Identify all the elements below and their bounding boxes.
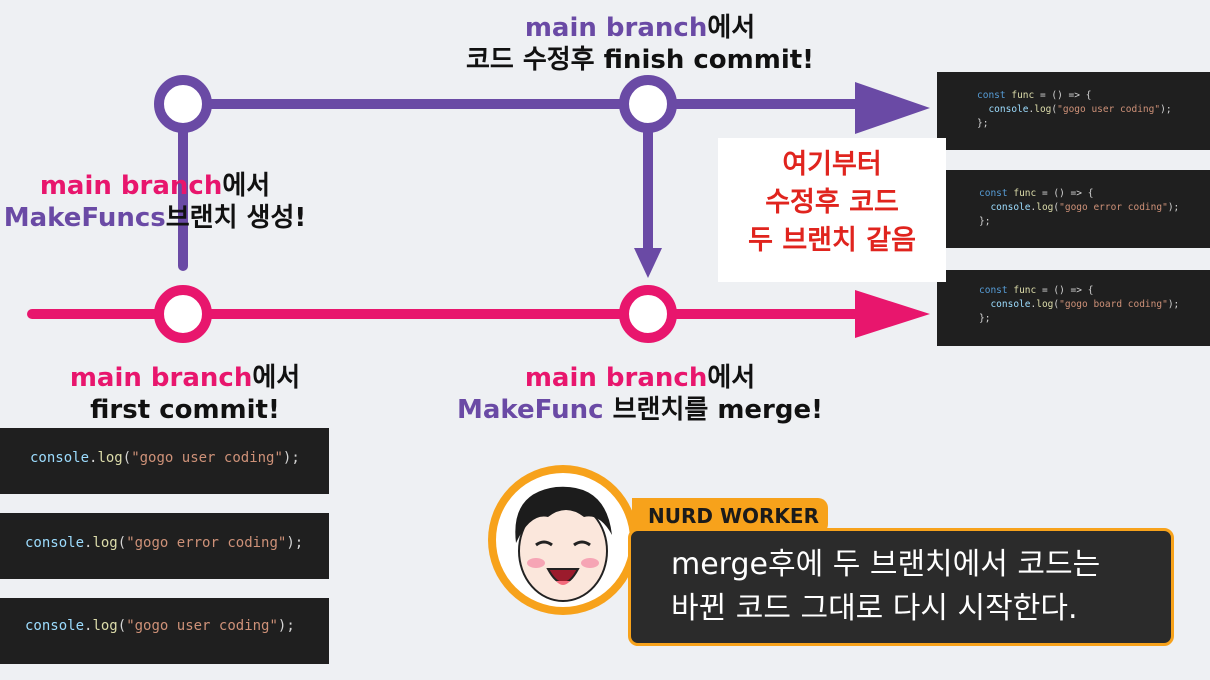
speech-line: 바뀐 코드 그대로 다시 시작한다. [671,591,1078,626]
code-snippet-left-2: console.log("gogo error coding"); [0,513,329,579]
label-branch-name-merged: MakeFunc [457,395,604,425]
commit-node-finish [619,75,677,133]
commit-node-merge [619,285,677,343]
cartoon-face-icon [515,486,612,602]
code-keyword: const [979,285,1008,296]
label-suffix: 에서 [252,363,301,393]
commit-node-first [154,285,212,343]
label-finish-commit: main branch에서 코드 수정후 finish commit! [440,12,840,76]
code-string: "gogo error coding" [126,535,287,551]
code-keyword: const [977,90,1006,101]
code-object: console [30,450,90,466]
code-function: log [97,450,123,466]
merge-arrow-head [634,248,662,278]
code-object: console [25,618,85,634]
code-text: }; [977,118,989,129]
code-string: "gogo user coding" [1057,104,1161,115]
code-function-name: func [1013,285,1037,296]
label-create-branch: main branch에서 MakeFuncs브랜치 생성! [0,170,310,234]
label-suffix: 브랜치 생성! [165,203,307,233]
label-branch-name-new: MakeFuncs [3,203,166,233]
code-string: "gogo board coding" [1059,299,1168,310]
code-function: log [1034,104,1052,115]
code-function: log [92,618,118,634]
code-function: log [1036,299,1054,310]
label-branch-name: main branch [524,363,708,393]
code-snippet-right-3: const func = () => { console.log("gogo b… [937,270,1210,346]
code-snippet-left-1: console.log("gogo user coding"); [0,428,329,494]
code-object: console [990,202,1031,213]
code-string: "gogo error coding" [1059,202,1168,213]
label-suffix: 에서 [707,13,756,43]
avatar-face [496,473,630,607]
label-suffix: 에서 [222,171,271,201]
label-branch-name: main branch [39,171,223,201]
code-string: "gogo user coding" [131,450,283,466]
code-object: console [25,535,85,551]
code-text: = () => { [1036,188,1094,199]
label-merge: main branch에서 MakeFunc 브랜치를 merge! [440,362,840,426]
speech-bubble: merge후에 두 브랜치에서 코드는 바뀐 코드 그대로 다시 시작한다. [628,528,1174,646]
code-function-name: func [1011,90,1035,101]
code-object: console [990,299,1031,310]
note-line: 두 브랜치 같음 [748,225,916,256]
label-text: first commit! [90,395,280,425]
code-function: log [1036,202,1054,213]
code-function-name: func [1013,188,1037,199]
arrow-head-makefuncs [855,82,930,134]
code-text: }; [979,216,991,227]
code-keyword: const [979,188,1008,199]
label-branch-name: main branch [69,363,253,393]
character-avatar [488,465,638,615]
label-first-commit: main branch에서 first commit! [40,362,330,426]
label-suffix: 에서 [707,363,756,393]
note-line: 여기부터 [782,149,882,180]
code-text: = () => { [1036,285,1094,296]
code-snippet-right-1: const func = () => { console.log("gogo u… [937,72,1210,150]
code-snippet-left-3: console.log("gogo user coding"); [0,598,329,664]
note-line: 수정후 코드 [765,187,899,218]
code-snippet-right-2: const func = () => { console.log("gogo e… [937,170,1210,248]
code-object: console [988,104,1029,115]
commit-node-branch-start [154,75,212,133]
label-suffix: 브랜치를 merge! [603,395,823,425]
label-branch-name: main branch [524,13,708,43]
code-text: = () => { [1034,90,1092,101]
code-function: log [92,535,118,551]
arrow-head-main [855,290,930,338]
code-string: "gogo user coding" [126,618,278,634]
code-text: }; [979,313,991,324]
same-code-note: 여기부터 수정후 코드 두 브랜치 같음 [718,138,946,282]
speech-line: merge후에 두 브랜치에서 코드는 [671,547,1101,582]
label-text: 코드 수정후 finish commit! [465,45,815,75]
